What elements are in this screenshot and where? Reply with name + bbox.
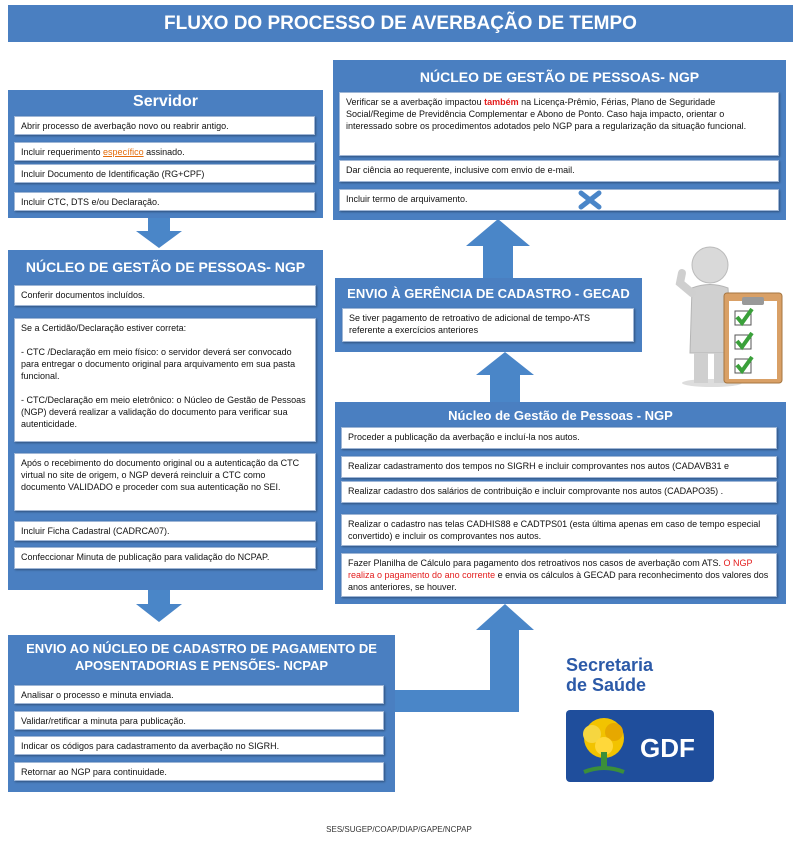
servidor-item-1: Abrir processo de averbação novo ou reab…	[14, 116, 315, 135]
ncpap-item-1-text: Analisar o processo e minuta enviada.	[21, 690, 174, 700]
ngp1-item-3-text: Após o recebimento do documento original…	[21, 458, 300, 492]
ngp1-item-5-text: Confeccionar Minuta de publicação para v…	[21, 552, 270, 562]
ngp1-item-1-text: Conferir documentos incluídos.	[21, 290, 146, 300]
ngp-top-item-3-text: Incluir termo de arquivamento.	[346, 194, 468, 204]
ngp-mid-item-4-text: Realizar o cadastro nas telas CADHIS88 e…	[348, 519, 761, 541]
ngp-top-title: NÚCLEO DE GESTÃO DE PESSOAS- NGP	[419, 69, 700, 85]
ngp1-title: NÚCLEO DE GESTÃO DE PESSOAS- NGP	[25, 259, 306, 275]
servidor-title: Servidor	[133, 93, 198, 110]
ngp-mid-item-1: Proceder a publicação da averbação e inc…	[341, 427, 777, 449]
ngp-mid-item-5-after: e envia os cálculos à GECAD para reconhe…	[348, 570, 769, 592]
servidor-item-2-highlight: específico	[103, 147, 144, 157]
logo-line-2: de Saúde	[566, 675, 647, 695]
ncpap-item-4-text: Retornar ao NGP para continuidade.	[21, 767, 167, 777]
ngp-top-item-2: Dar ciência ao requerente, inclusive com…	[339, 160, 779, 182]
ngp1-item-5: Confeccionar Minuta de publicação para v…	[14, 547, 316, 569]
arrow-up-2	[476, 352, 534, 402]
gdf-logo-text: GDF	[640, 733, 695, 763]
ngp-top-item-2-text: Dar ciência ao requerente, inclusive com…	[346, 165, 575, 175]
servidor-item-2: Incluir requerimento específico assinado…	[14, 142, 315, 161]
ngp1-item-4-text: Incluir Ficha Cadastral (CADRCA07).	[21, 526, 170, 536]
servidor-item-4: Incluir CTC, DTS e/ou Declaração.	[14, 192, 315, 211]
ngp-mid-item-1-text: Proceder a publicação da averbação e inc…	[348, 432, 580, 442]
ncpap-item-1: Analisar o processo e minuta enviada.	[14, 685, 384, 704]
arrow-right-up	[395, 604, 534, 712]
ngp1-item-2: Se a Certidão/Declaração estiver correta…	[14, 318, 316, 442]
ngp1-item-4: Incluir Ficha Cadastral (CADRCA07).	[14, 521, 316, 541]
ngp-top-item-3: Incluir termo de arquivamento.	[339, 189, 779, 211]
ngp-top-item-1: Verificar se a averbação impactou também…	[339, 92, 779, 156]
arrow-up-3	[466, 219, 530, 278]
gecad-item-1-text: Se tiver pagamento de retroativo de adic…	[349, 313, 590, 335]
footer: SES/SUGEP/COAP/DIAP/GAPE/NCPAP	[326, 825, 472, 834]
ngp-mid-item-2: Realizar cadastramento dos tempos no SIG…	[341, 456, 777, 478]
ngp-mid-item-5-highlight: O NGP realiza o pagamento do ano corrent…	[348, 558, 753, 580]
ncpap-item-3: Indicar os códigos para cadastramento da…	[14, 736, 384, 755]
servidor-item-3-text: Incluir Documento de Identificação (RG+C…	[21, 169, 205, 179]
ncpap-item-4: Retornar ao NGP para continuidade.	[14, 762, 384, 781]
servidor-item-3: Incluir Documento de Identificação (RG+C…	[14, 164, 315, 183]
ncpap-item-3-text: Indicar os códigos para cadastramento da…	[21, 741, 280, 751]
ngp1-item-3: Após o recebimento do documento original…	[14, 453, 316, 511]
arrow-down-1	[136, 217, 182, 248]
page-title: FLUXO DO PROCESSO DE AVERBAÇÃO DE TEMPO	[8, 5, 793, 42]
close-icon	[578, 190, 602, 210]
ncpap-item-2: Validar/retificar a minuta para publicaç…	[14, 711, 384, 730]
secretaria-logo-text: Secretaria de Saúde	[566, 655, 653, 695]
ngp1-item-2-p1: Se a Certidão/Declaração estiver correta…	[21, 323, 187, 333]
ncpap-item-2-text: Validar/retificar a minuta para publicaç…	[21, 716, 186, 726]
ngp-mid-title: Núcleo de Gestão de Pessoas - NGP	[448, 408, 673, 423]
checklist-figure-icon	[675, 246, 783, 387]
ngp1-item-2-p2: - CTC /Declaração em meio físico: o serv…	[21, 347, 296, 381]
ngp-top-item-1-after: na Licença-Prêmio, Férias, Plano de Segu…	[346, 97, 747, 131]
tree-icon	[583, 718, 625, 774]
gecad-item-1: Se tiver pagamento de retroativo de adic…	[342, 308, 634, 342]
servidor-item-1-text: Abrir processo de averbação novo ou reab…	[21, 121, 229, 131]
ngp-mid-item-3-text: Realizar cadastro dos salários de contri…	[348, 486, 724, 496]
servidor-item-2-before: Incluir requerimento	[21, 147, 104, 157]
ngp1-item-1: Conferir documentos incluídos.	[14, 285, 316, 306]
servidor-item-2-after: assinado.	[143, 147, 185, 157]
ngp-mid-item-5: Fazer Planilha de Cálculo para pagamento…	[341, 553, 777, 597]
arrow-down-2	[136, 590, 182, 622]
ngp-mid-item-3: Realizar cadastro dos salários de contri…	[341, 481, 777, 503]
ngp-top-item-1-before: Verificar se a averbação impactou	[346, 97, 485, 107]
ncpap-title: ENVIO AO NÚCLEO DE CADASTRO DE PAGAMENTO…	[26, 641, 377, 673]
logo-line-1: Secretaria	[566, 655, 654, 675]
ngp-mid-item-4: Realizar o cadastro nas telas CADHIS88 e…	[341, 514, 777, 546]
ngp-mid-item-5-before: Fazer Planilha de Cálculo para pagamento…	[348, 558, 724, 568]
ngp1-item-2-p3: - CTC/Declaração em meio eletrônico: o N…	[21, 395, 306, 429]
servidor-item-4-text: Incluir CTC, DTS e/ou Declaração.	[21, 197, 160, 207]
ngp-top-item-1-highlight: também	[484, 97, 519, 107]
ngp-mid-item-2-text: Realizar cadastramento dos tempos no SIG…	[348, 461, 730, 471]
gecad-title: ENVIO À GERÊNCIA DE CADASTRO - GECAD	[347, 286, 630, 301]
